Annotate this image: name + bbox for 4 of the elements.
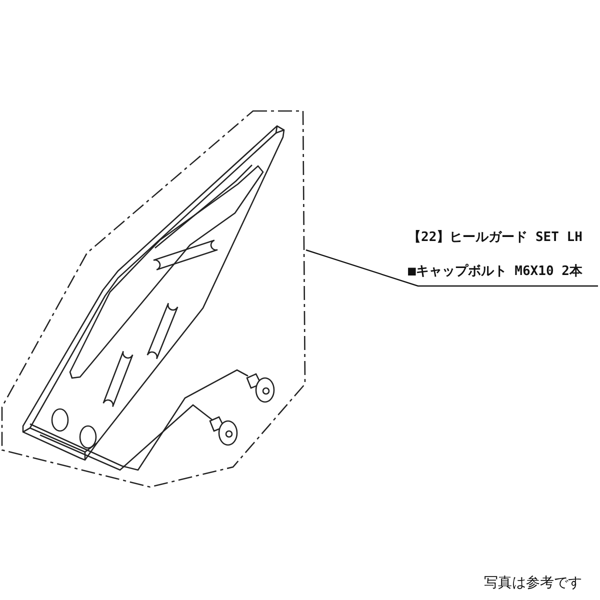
note-text: 写真は参考です [484,574,582,592]
leader-line [306,249,598,287]
part-label: 【22】ヒールガード SET LH [408,230,584,246]
part-label: ■キャップボルト M6X10 2本 [408,264,584,280]
